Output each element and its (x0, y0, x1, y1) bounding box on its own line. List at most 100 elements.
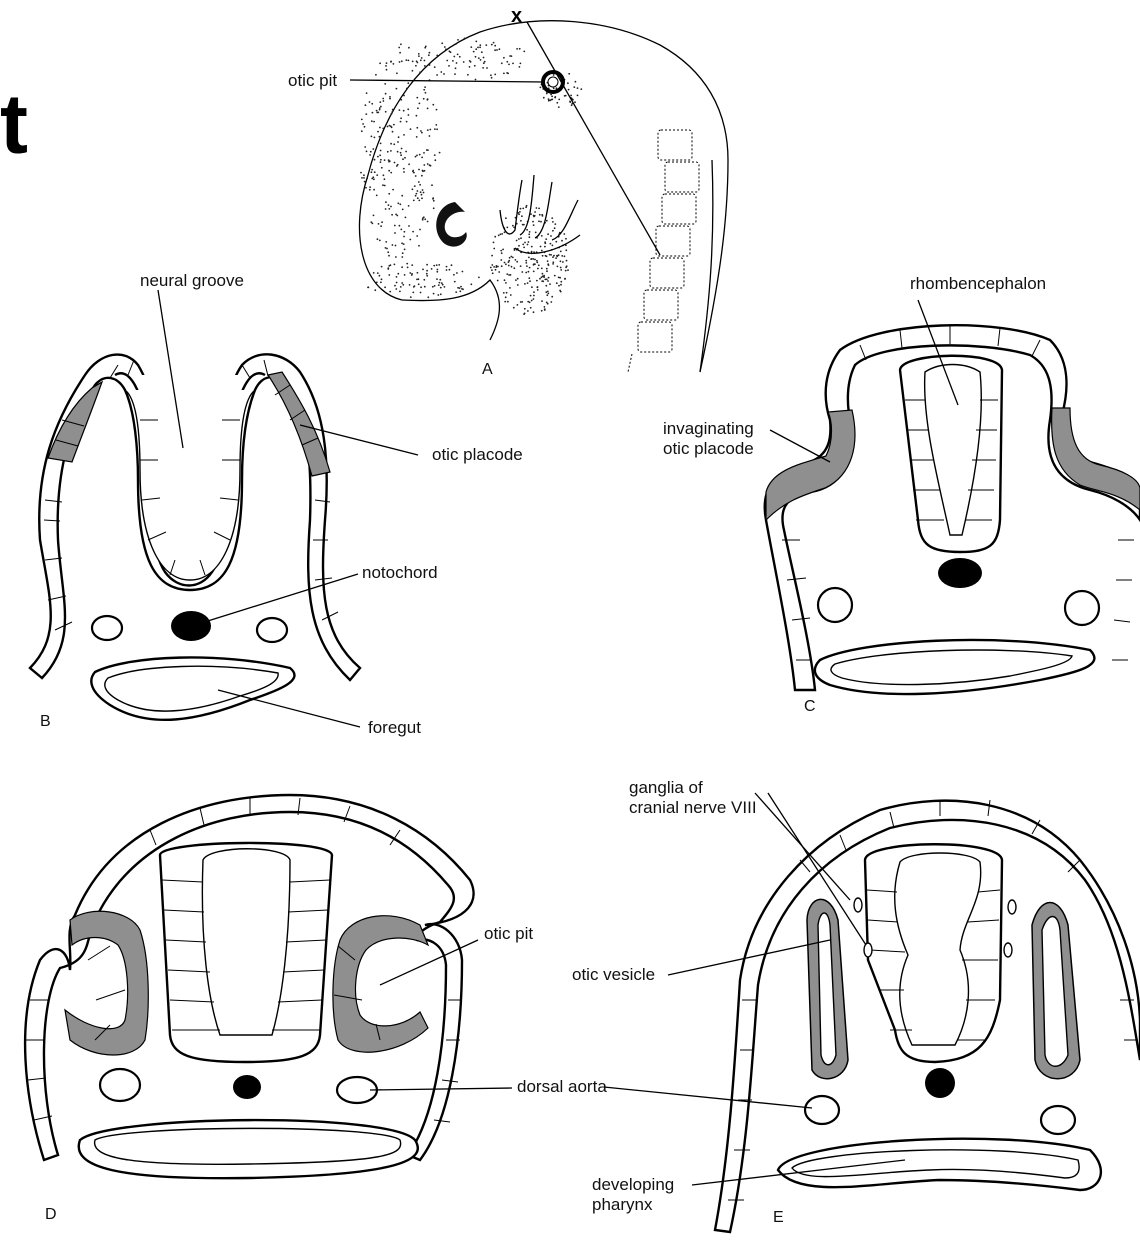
stipple-dot (571, 104, 573, 106)
stipple-dot (512, 63, 514, 65)
stipple-dot (382, 127, 384, 129)
stipple-dot (418, 53, 420, 55)
stipple-dot (475, 48, 477, 50)
stipple-dot (400, 121, 402, 123)
stipple-dot (561, 255, 563, 257)
label-foregut: foregut (368, 718, 421, 737)
dorsal-aorta-e-left (805, 1096, 839, 1124)
stipple-dot (520, 220, 522, 222)
label-otic-placode: otic placode (432, 445, 523, 464)
stipple-dot (558, 254, 560, 256)
stipple-dot (565, 270, 567, 272)
label-notochord: notochord (362, 563, 438, 582)
stipple-dot (388, 265, 390, 267)
stipple-dot (413, 200, 415, 202)
stipple-dot (523, 247, 525, 249)
stipple-dot (515, 279, 517, 281)
stipple-dot (478, 57, 480, 59)
stipple-dot (400, 117, 402, 119)
stipple-dot (560, 291, 562, 293)
stipple-dot (512, 225, 514, 227)
stipple-dot (374, 171, 376, 173)
stipple-dot (553, 88, 555, 90)
stipple-dot (395, 214, 397, 216)
panel-label-e: E (773, 1209, 784, 1226)
stipple-dot (506, 227, 508, 229)
stipple-dot (503, 57, 505, 59)
stipple-dot (567, 82, 569, 84)
stipple-dot (383, 100, 385, 102)
dorsal-aorta-d-left (100, 1069, 140, 1101)
stipple-dot (494, 49, 496, 51)
stipple-dot (525, 262, 527, 264)
stipple-dot (498, 271, 500, 273)
stipple-dot (527, 282, 529, 284)
stipple-dot (408, 47, 410, 49)
stipple-dot (533, 291, 535, 293)
stipple-dot (403, 134, 405, 136)
stipple-dot (521, 271, 523, 273)
stipple-dot (366, 178, 368, 180)
stipple-dot (556, 256, 558, 258)
stipple-dot (405, 59, 407, 61)
stipple-dot (516, 261, 518, 263)
stipple-dot (421, 57, 423, 59)
stipple-dot (459, 56, 461, 58)
stipple-dot (379, 107, 381, 109)
stipple-dot (491, 255, 493, 257)
stipple-dot (490, 74, 492, 76)
stipple-dot (434, 154, 436, 156)
stipple-dot (492, 272, 494, 274)
stipple-dot (531, 258, 533, 260)
stipple-dot (544, 308, 546, 310)
stipple-dot (432, 286, 434, 288)
stipple-dot (387, 126, 389, 128)
label-pharynx-2: pharynx (592, 1195, 653, 1214)
stipple-dot (426, 270, 428, 272)
stipple-dot (552, 230, 554, 232)
stipple-dot (446, 269, 448, 271)
stipple-dot (528, 257, 530, 259)
stipple-dot (414, 185, 416, 187)
stipple-dot (391, 214, 393, 216)
stipple-dot (494, 74, 496, 76)
stipple-dot (491, 77, 493, 79)
stipple-dot (392, 189, 394, 191)
stipple-dot (493, 42, 495, 44)
stipple-dot (463, 61, 465, 63)
stipple-dot (405, 217, 407, 219)
stipple-dot (523, 51, 525, 53)
stipple-dot (491, 264, 493, 266)
stipple-dot (416, 235, 418, 237)
embryo-neck-outline (402, 280, 499, 340)
label-dorsal-aorta: dorsal aorta (517, 1077, 607, 1096)
stipple-dot (387, 251, 389, 253)
stipple-dot (436, 55, 438, 57)
notochord-d (233, 1075, 261, 1099)
stipple-dot (366, 92, 368, 94)
stipple-dot (520, 301, 522, 303)
stipple-dot (532, 221, 534, 223)
stipple-dot (561, 240, 563, 242)
stipple-dot (381, 221, 383, 223)
stipple-dot (412, 292, 414, 294)
stipple-dot (501, 233, 503, 235)
stipple-dot (506, 292, 508, 294)
stipple-dot (550, 254, 552, 256)
stipple-dot (416, 127, 418, 129)
stipple-dot (373, 178, 375, 180)
stipple-dot (412, 61, 414, 63)
stipple-dot (494, 236, 496, 238)
stipple-dot (388, 208, 390, 210)
stipple-dot (385, 208, 387, 210)
stipple-dot (510, 274, 512, 276)
stipple-dot (577, 87, 579, 89)
stipple-dot (387, 267, 389, 269)
stipple-dot (440, 71, 442, 73)
stipple-dot (533, 298, 535, 300)
stipple-dot (442, 284, 444, 286)
stipple-dot (453, 56, 455, 58)
stipple-dot (422, 170, 424, 172)
stipple-dot (423, 164, 425, 166)
label-otic-vesicle: otic vesicle (572, 965, 655, 984)
